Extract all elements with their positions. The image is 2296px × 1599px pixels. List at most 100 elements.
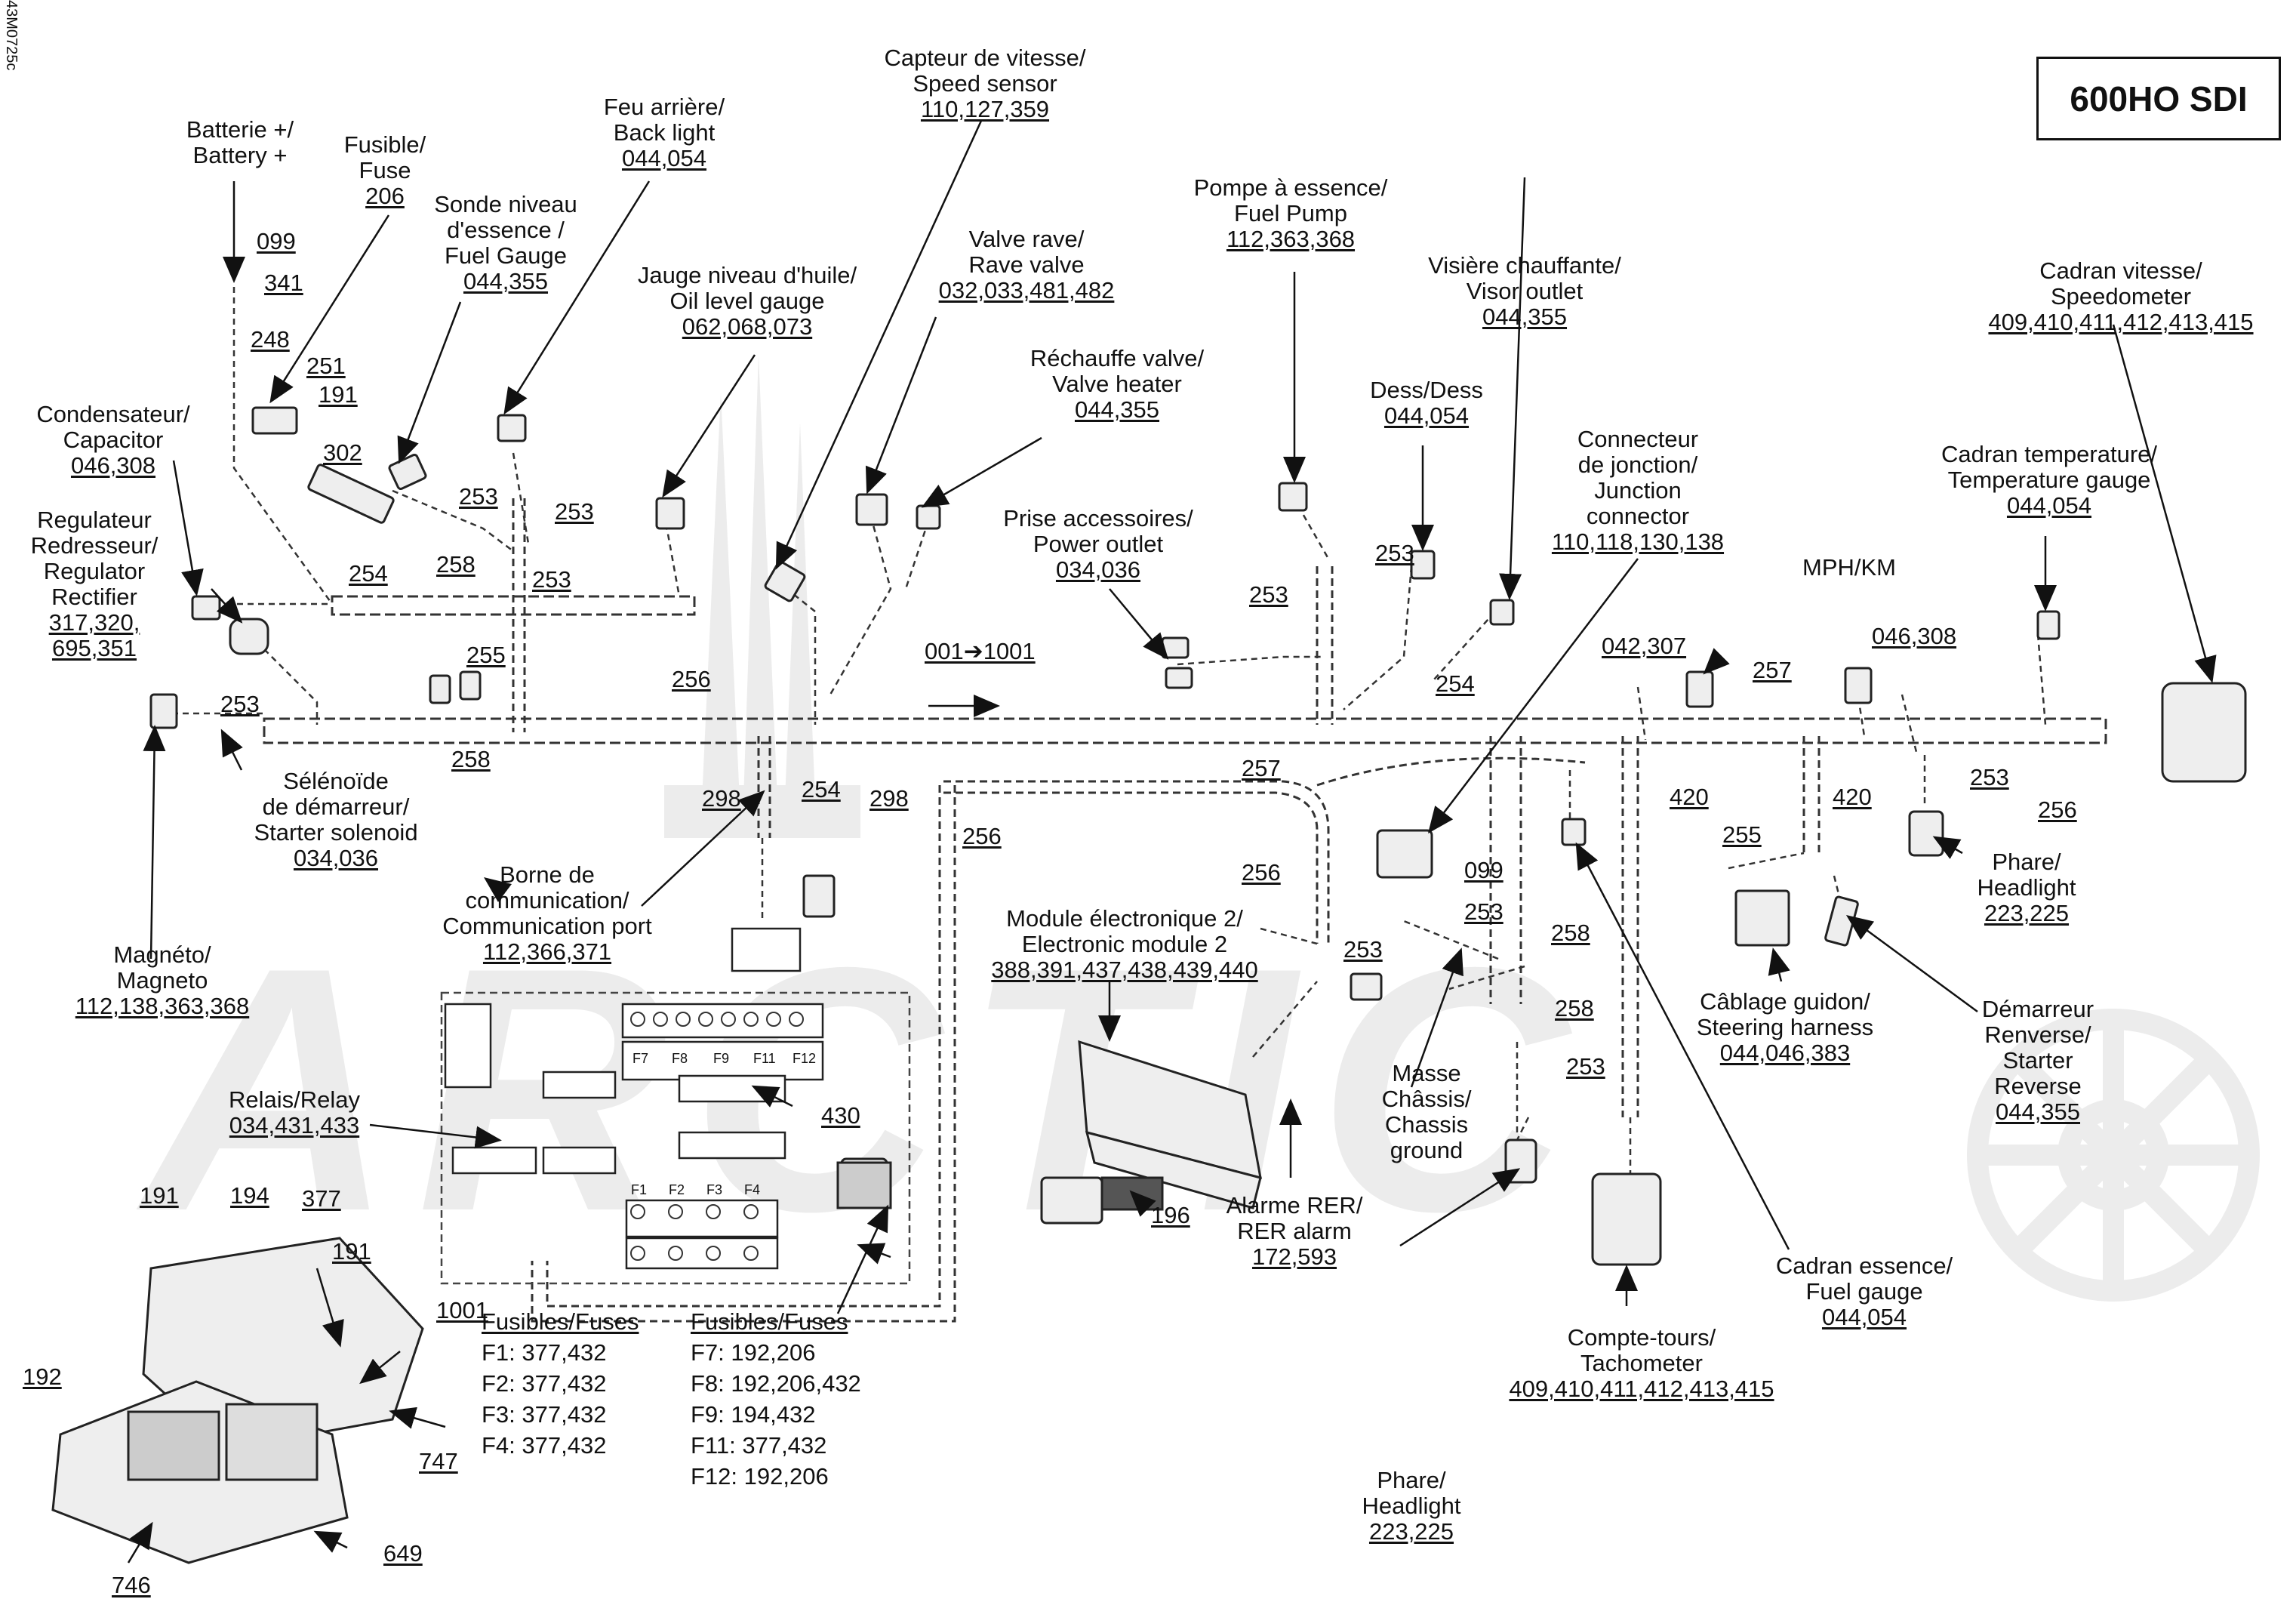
model-title: 600HO SDI bbox=[2036, 57, 2281, 140]
fuse-list-item: F2: 377,432 bbox=[482, 1370, 607, 1397]
fuse-list-right-heading: Fusibles/Fuses bbox=[691, 1308, 848, 1335]
callout-046-308: 046,308 bbox=[1872, 623, 1957, 649]
callout-420-b: 420 bbox=[1833, 784, 1872, 810]
fuse-box-outline bbox=[440, 991, 911, 1285]
callout-196: 196 bbox=[1151, 1202, 1190, 1228]
watermark: ARCTIC bbox=[143, 896, 1591, 1283]
label-battery: Batterie +/Battery + bbox=[186, 116, 294, 168]
fuse-slot-label: F12 bbox=[793, 1051, 817, 1066]
callout-420-a: 420 bbox=[1670, 784, 1709, 810]
callout-254-b: 254 bbox=[802, 776, 841, 803]
fuse-list-item: F8: 192,206,432 bbox=[691, 1370, 861, 1397]
fuse-list-left: Fusibles/Fuses F1: 377,432 F2: 377,432 F… bbox=[482, 1306, 639, 1461]
callout-254-a: 254 bbox=[349, 560, 388, 587]
callout-258-c: 258 bbox=[1551, 920, 1590, 946]
fuse-slot-label: F9 bbox=[713, 1051, 730, 1066]
callout-042-307: 042,307 bbox=[1602, 633, 1687, 659]
fuse-slot-label: F11 bbox=[753, 1051, 776, 1066]
label-electronic-module-2: Module électronique 2/Electronic module … bbox=[991, 905, 1258, 983]
callout-746: 746 bbox=[112, 1572, 151, 1598]
fuse-list-item: F3: 377,432 bbox=[482, 1401, 607, 1428]
callout-258-d: 258 bbox=[1555, 995, 1594, 1021]
callout-258-a: 258 bbox=[436, 551, 476, 578]
fuse-slot-label: F4 bbox=[744, 1182, 761, 1197]
callout-253-i: 253 bbox=[1566, 1053, 1605, 1080]
callout-255-a: 255 bbox=[466, 642, 506, 668]
fuse-list-item: F9: 194,432 bbox=[691, 1401, 816, 1428]
fuse-list-item: F4: 377,432 bbox=[482, 1432, 607, 1459]
watermark-spire bbox=[664, 355, 860, 838]
callout-747: 747 bbox=[419, 1448, 458, 1474]
callout-302: 302 bbox=[323, 439, 362, 466]
callout-191: 191 bbox=[319, 381, 358, 408]
fuse-slot-label: F7 bbox=[632, 1051, 649, 1066]
callout-256-b: 256 bbox=[962, 823, 1002, 849]
fuse-slot-label: F3 bbox=[706, 1182, 723, 1197]
callout-377: 191 bbox=[332, 1238, 371, 1265]
fuse-list-right: Fusibles/Fuses F7: 192,206 F8: 192,206,4… bbox=[691, 1306, 861, 1492]
fuse-slot-label: F2 bbox=[669, 1182, 685, 1197]
callout-194: 377 bbox=[302, 1185, 341, 1212]
callout-253-g: 253 bbox=[1343, 936, 1383, 963]
callout-251: 251 bbox=[306, 353, 346, 379]
callout-253-d: 253 bbox=[220, 691, 260, 717]
callout-254-c: 254 bbox=[1436, 670, 1475, 697]
callout-257-b: 257 bbox=[1753, 657, 1792, 683]
callout-248: 248 bbox=[251, 326, 290, 353]
callout-099: 099 bbox=[257, 228, 296, 254]
label-mph-km: MPH/KM bbox=[1802, 554, 1896, 581]
callout-430: 430 bbox=[821, 1102, 860, 1129]
callout-298-a: 298 bbox=[702, 785, 741, 812]
callout-253-c: 253 bbox=[532, 566, 571, 593]
document-id: 43M0725c bbox=[3, 0, 20, 71]
callout-255-b: 255 bbox=[1722, 821, 1762, 848]
callout-253-j: 253 bbox=[1970, 764, 2009, 790]
watermark-wheel bbox=[1967, 1009, 2260, 1302]
fuse-list-left-heading: Fusibles/Fuses bbox=[482, 1308, 639, 1335]
callout-099-b: 099 bbox=[1464, 857, 1503, 883]
callout-253-h: 253 bbox=[1464, 898, 1503, 925]
callout-257-a: 257 bbox=[1242, 755, 1281, 781]
callout-253-f: 253 bbox=[1249, 581, 1288, 608]
callout-649: 649 bbox=[383, 1540, 423, 1567]
fuse-box-assembly bbox=[51, 1161, 892, 1564]
callout-253-e: 253 bbox=[1375, 540, 1414, 566]
main-harness-label: 001➔1001 bbox=[925, 638, 1036, 664]
callout-441: 192 bbox=[23, 1363, 62, 1390]
callout-298-b: 298 bbox=[869, 785, 909, 812]
callout-1001: 1001 bbox=[436, 1297, 488, 1323]
callout-253-b: 253 bbox=[555, 498, 594, 525]
fuse-list-item: F11: 377,432 bbox=[691, 1432, 827, 1459]
callout-253-a: 253 bbox=[459, 483, 498, 510]
callout-256-c: 256 bbox=[1242, 859, 1281, 886]
leader-lines bbox=[127, 120, 2217, 1564]
